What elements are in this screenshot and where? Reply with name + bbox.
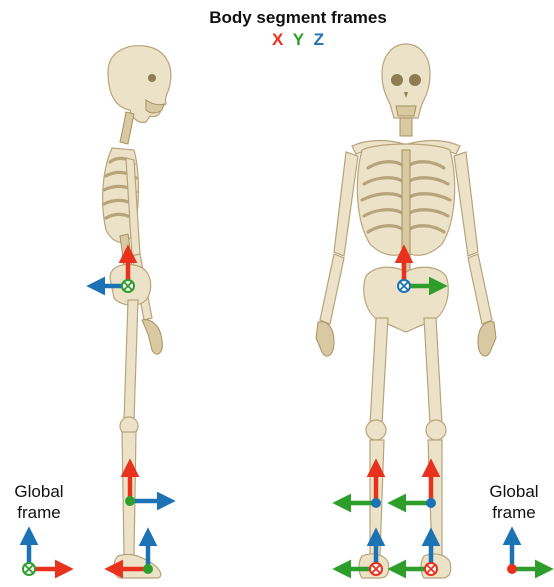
z-axis-out-icon	[426, 498, 436, 508]
front-right-shank-frame	[393, 464, 436, 508]
side-shank-frame	[125, 464, 170, 506]
figure-title: Body segment frames	[209, 8, 387, 27]
z-axis-out-icon	[371, 498, 381, 508]
global-frame-right: Global frame	[489, 482, 548, 574]
front-left-shank-frame	[338, 464, 381, 508]
global-frame-label-line2: frame	[492, 503, 535, 522]
skeleton-side-view	[103, 46, 171, 578]
global-frame-left: Global frame	[14, 482, 68, 575]
y-axis-out-icon	[125, 496, 135, 506]
legend-y-label: Y	[293, 30, 305, 49]
skeleton-front-view	[316, 44, 496, 578]
legend-z-label: Z	[314, 30, 324, 49]
x-axis-out-icon	[507, 564, 517, 574]
global-frame-label-line2: frame	[17, 503, 60, 522]
global-frame-label-line1: Global	[489, 482, 538, 501]
front-right-foot-frame	[393, 533, 437, 575]
legend-x-label: X	[272, 30, 284, 49]
front-left-foot-frame	[338, 533, 382, 575]
global-frame-label-line1: Global	[14, 482, 63, 501]
axes-legend: X Y Z	[272, 30, 324, 49]
y-axis-out-icon	[143, 564, 153, 574]
